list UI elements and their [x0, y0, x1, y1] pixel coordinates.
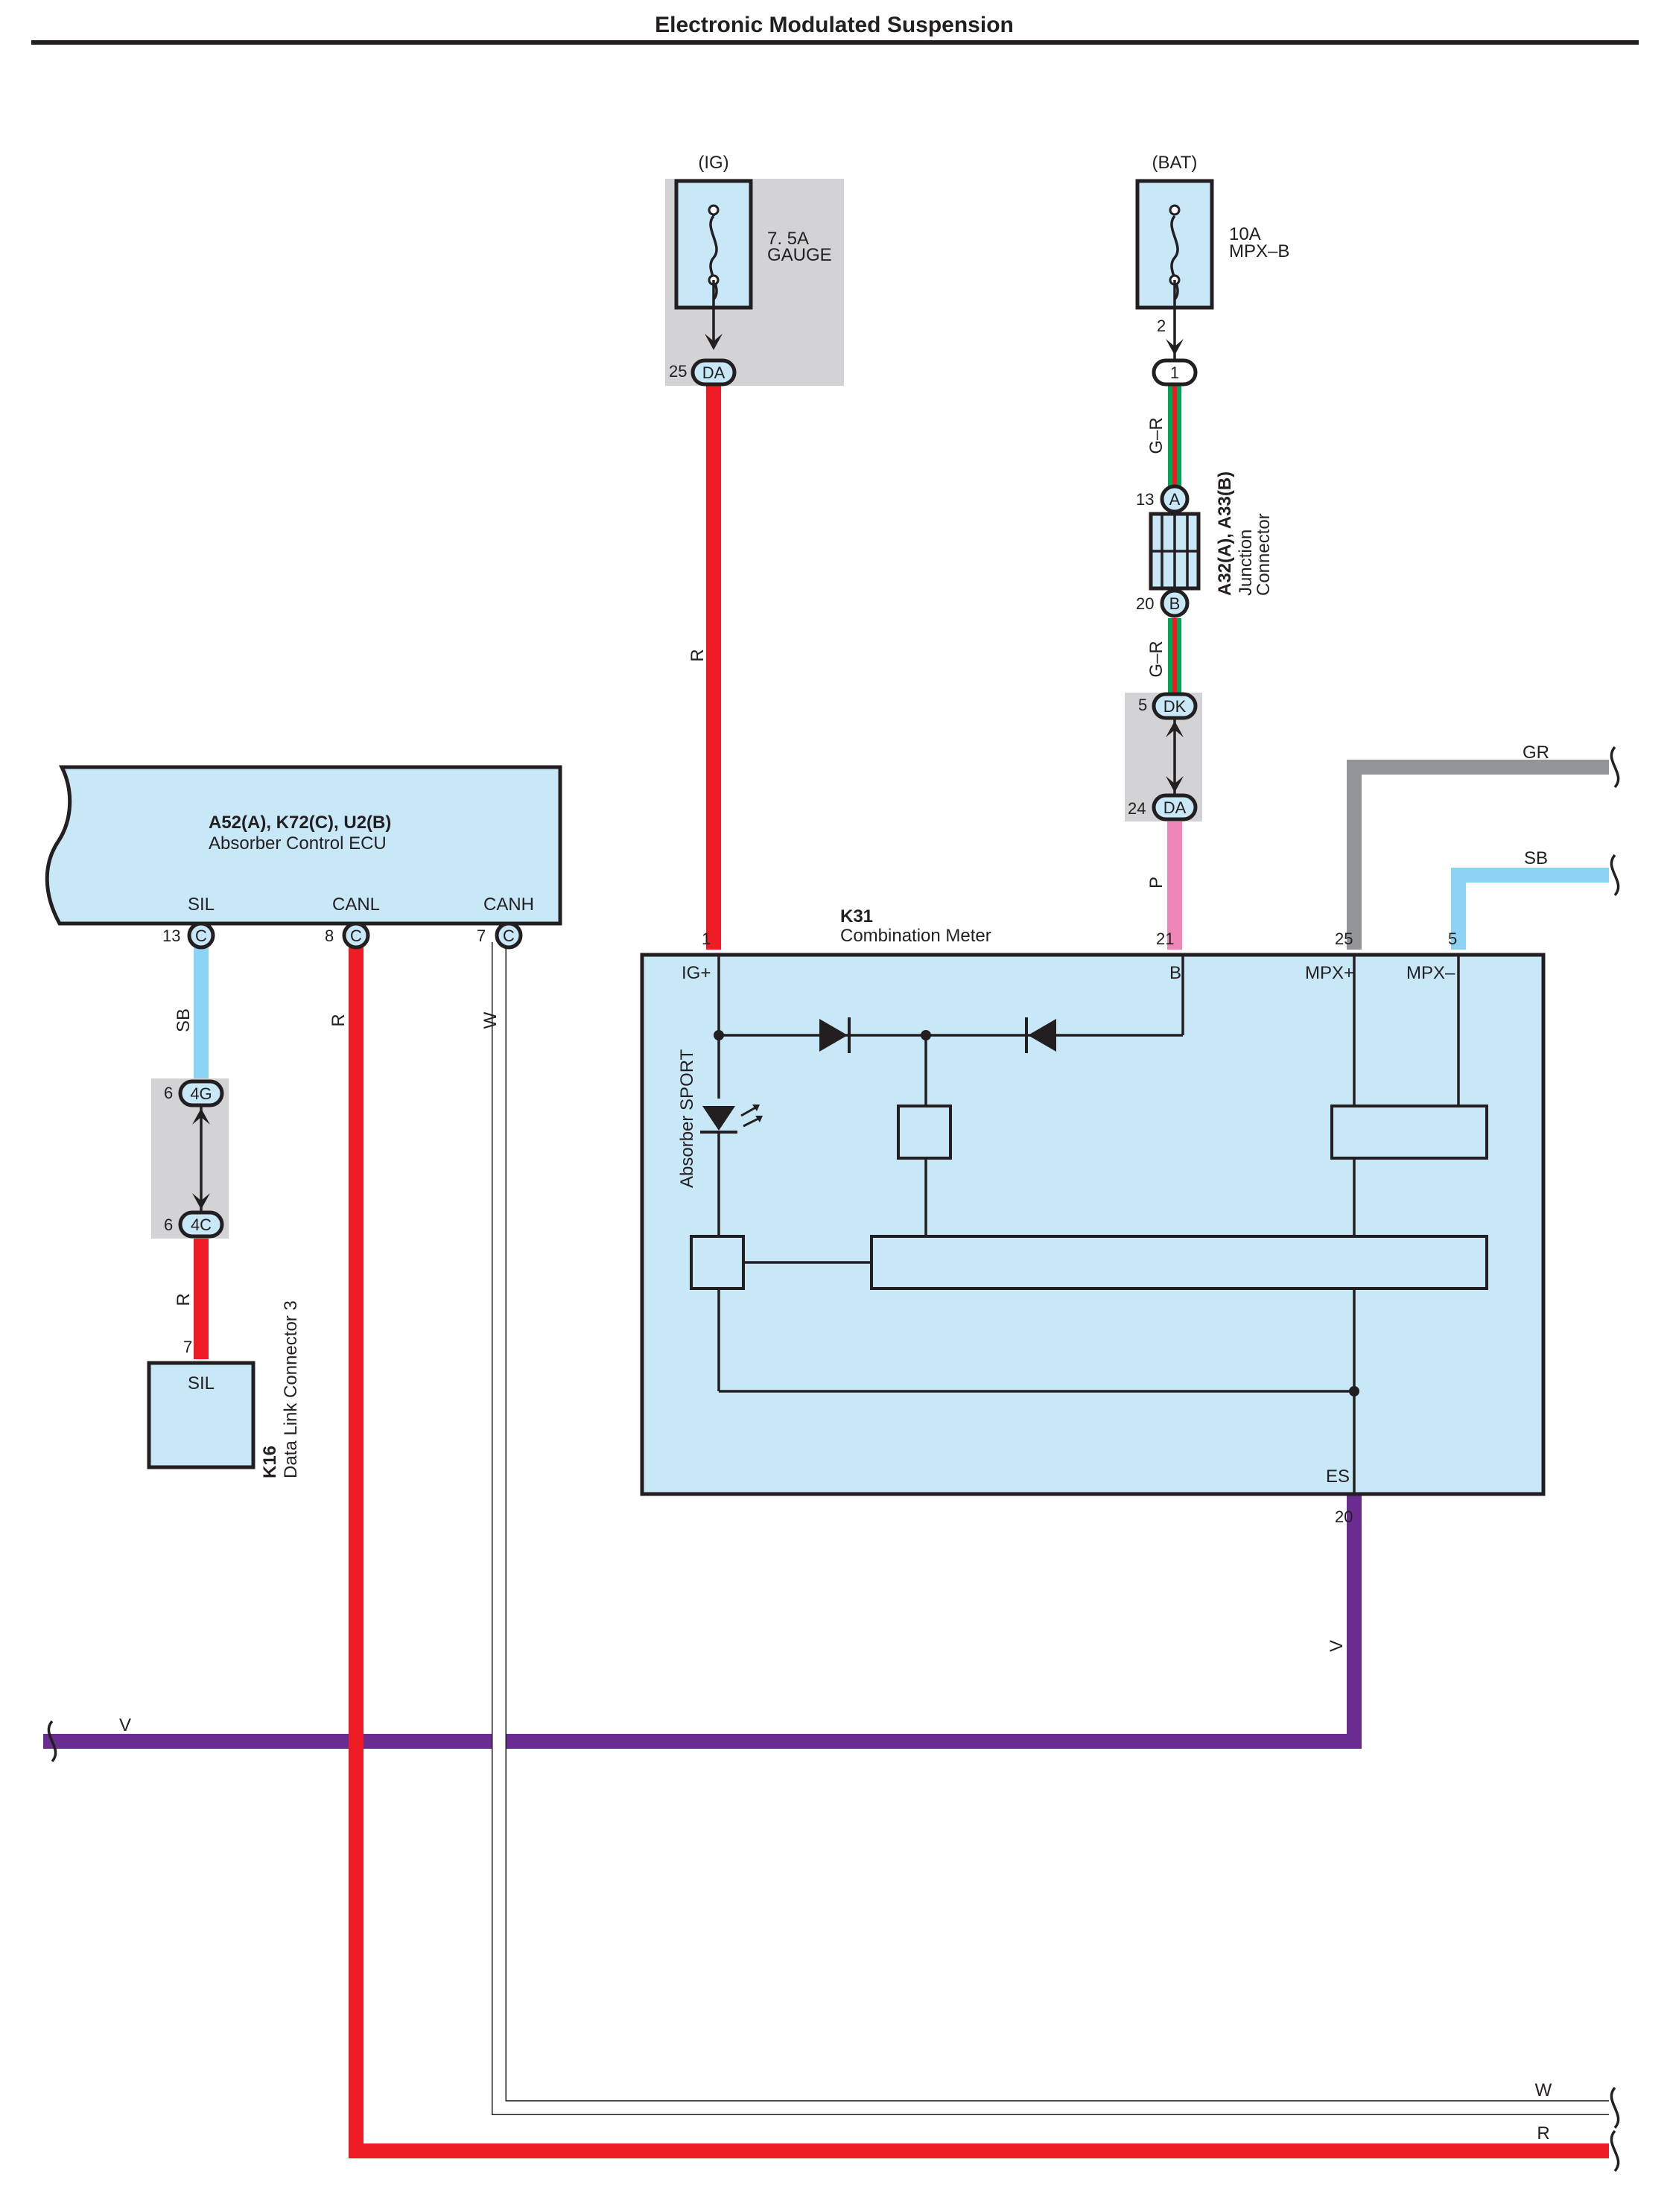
meter-pin-mpx-plus: 25: [1335, 929, 1353, 948]
fuse-mpx-b: (BAT) 10A MPX–B 2 1: [1135, 153, 1289, 387]
4g-conn-bottom: 4C: [191, 1215, 212, 1234]
meter-pin-mpx-minus: 5: [1448, 929, 1457, 948]
data-link-connector: 7 SIL K16 Data Link Connector 3: [147, 1300, 301, 1478]
diode-2: [1025, 1017, 1056, 1053]
ecu-terminal-sil: SIL: [188, 894, 215, 915]
fuse-bat-pin: 2: [1157, 317, 1166, 335]
junction-connector: 13 A B 20 A32(A), A33(B) Junction Connec…: [1136, 471, 1274, 618]
dlc-terminal: SIL: [188, 1373, 215, 1393]
fuse-bat-rating: 10A: [1229, 224, 1261, 244]
wire-label-r-dlc: R: [174, 1293, 194, 1306]
fuse-ig-rating: 7. 5A: [767, 229, 809, 249]
combination-meter: K31 Combination Meter 1 21 25 5 20 IG+ B…: [640, 906, 1546, 1526]
meter-id: K31: [840, 906, 873, 927]
wire-w-canh: [492, 942, 1609, 2115]
ecu-pin-canh: 7: [477, 927, 486, 945]
4g-pin-top: 6: [164, 1084, 173, 1102]
wire-label-w-canh: W: [480, 1011, 501, 1029]
meter-pin-es: 20: [1335, 1507, 1353, 1526]
dlc-id: K16: [260, 1446, 280, 1478]
meter-terminal-es: ES: [1326, 1466, 1350, 1487]
fuse-bat-source: (BAT): [1152, 153, 1198, 173]
wire-break-marks: [47, 746, 1620, 2173]
wire-label-sb: SB: [1524, 848, 1548, 868]
junction-pin-a: 13: [1136, 490, 1154, 509]
diode-1: [819, 1017, 851, 1053]
4g-pin-bottom: 6: [164, 1215, 173, 1234]
meter-pin-b: 21: [1156, 929, 1174, 948]
dlc-pin: 7: [183, 1338, 192, 1356]
meter-terminal-mpx-minus: MPX–: [1406, 963, 1455, 983]
dk-conn-bottom: DA: [1163, 798, 1187, 817]
dk-pin-top: 5: [1138, 696, 1147, 714]
junction-conn-b: B: [1169, 594, 1181, 613]
fuse-ig-pin: 25: [669, 362, 687, 381]
wire-label-v-es: V: [1327, 1640, 1347, 1652]
connector-da: [690, 358, 737, 387]
meter-name: Combination Meter: [840, 926, 991, 946]
wire-label-r-canl: R: [328, 1014, 349, 1026]
inline-connector-4g: 6 4G 6 4C: [151, 1078, 229, 1239]
wire-label-g-r-mid: G–R: [1146, 641, 1166, 677]
connector-1-label: 1: [1170, 363, 1179, 382]
wire-label-gr: GR: [1523, 743, 1549, 763]
ecu-conn-canh: C: [503, 927, 515, 945]
junction-line1: Junction: [1236, 530, 1256, 596]
meter-pin-ig: 1: [702, 929, 711, 948]
meter-terminal-ig: IG+: [682, 963, 711, 983]
fuse-ig-name: GAUGE: [767, 245, 832, 265]
wire-label-g-r-top: G–R: [1146, 417, 1166, 454]
wire-label-w-out: W: [1535, 2080, 1552, 2100]
wire-r-canl: [349, 942, 1609, 2158]
dk-conn-top: DK: [1163, 697, 1187, 716]
wire-label-v-bus: V: [119, 1715, 131, 1735]
ecu-id: A52(A), K72(C), U2(B): [209, 813, 391, 833]
connector-da-label: DA: [702, 363, 726, 382]
ecu-conn-canl: C: [350, 927, 362, 945]
inline-connector-dk: 5 DK 24 DA: [1125, 692, 1202, 821]
ecu-pin-sil: 13: [162, 927, 180, 945]
page-title: Electronic Modulated Suspension: [655, 13, 1014, 37]
junction-id: A32(A), A33(B): [1215, 471, 1235, 596]
ecu-name: Absorber Control ECU: [209, 833, 387, 854]
meter-terminal-mpx-plus: MPX+: [1305, 963, 1354, 983]
connector-1: [1152, 358, 1198, 387]
led-indicator-icon: [700, 1105, 763, 1134]
fuse-gauge: (IG) 7. 5A GAUGE 25 DA: [665, 153, 844, 387]
junction-conn-a: A: [1169, 490, 1181, 509]
wire-sb-out: [1451, 868, 1609, 950]
ecu-terminal-canl: CANL: [332, 894, 380, 915]
4g-conn-top: 4G: [190, 1084, 212, 1103]
junction-pin-b: 20: [1136, 594, 1154, 613]
junction-line2: Connector: [1254, 513, 1274, 596]
wire-label-sb-sil: SB: [174, 1008, 194, 1032]
wire-label-p: P: [1146, 877, 1166, 889]
ecu-terminal-canh: CANH: [483, 894, 534, 915]
meter-indicator-label: Absorber SPORT: [677, 1049, 697, 1188]
absorber-control-ecu: A52(A), K72(C), U2(B) Absorber Control E…: [45, 765, 562, 950]
wire-g-r-top: [1168, 382, 1181, 492]
meter-terminal-b: B: [1169, 963, 1181, 983]
ecu-pin-canl: 8: [325, 927, 334, 945]
dk-pin-bottom: 24: [1128, 799, 1146, 818]
wire-label-r-out: R: [1537, 2123, 1549, 2143]
wire-v: [43, 1490, 1362, 1749]
dlc-name: Data Link Connector 3: [281, 1300, 301, 1478]
fuse-bat-name: MPX–B: [1229, 241, 1289, 261]
wire-label-r-ig: R: [688, 649, 708, 661]
wire-gr-out: [1347, 760, 1609, 950]
wire-g-r-mid: [1168, 618, 1181, 700]
ecu-conn-sil: C: [195, 927, 207, 945]
fuse-ig-source: (IG): [698, 153, 728, 173]
